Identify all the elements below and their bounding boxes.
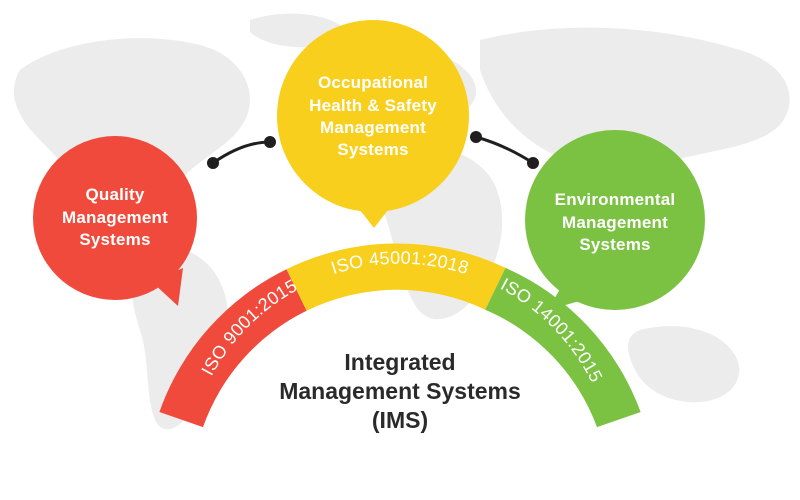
bubble-environmental bbox=[525, 130, 705, 310]
bubble-text-environmental: Environmental Management Systems bbox=[554, 190, 676, 255]
bubble-ohs bbox=[277, 20, 469, 228]
connector-left bbox=[207, 136, 276, 169]
arc-segment-yellow bbox=[286, 243, 506, 311]
connector-right bbox=[470, 131, 539, 169]
bubble-text-ohs: Occupational Health & Safety Management … bbox=[309, 73, 437, 160]
center-title-ims: Integrated Management Systems (IMS) bbox=[279, 349, 521, 433]
arc-segment-red bbox=[159, 269, 307, 428]
arc-segment-green bbox=[485, 267, 641, 428]
bubble-text-quality: Quality Management Systems bbox=[62, 185, 168, 250]
bubble-quality bbox=[33, 136, 197, 306]
